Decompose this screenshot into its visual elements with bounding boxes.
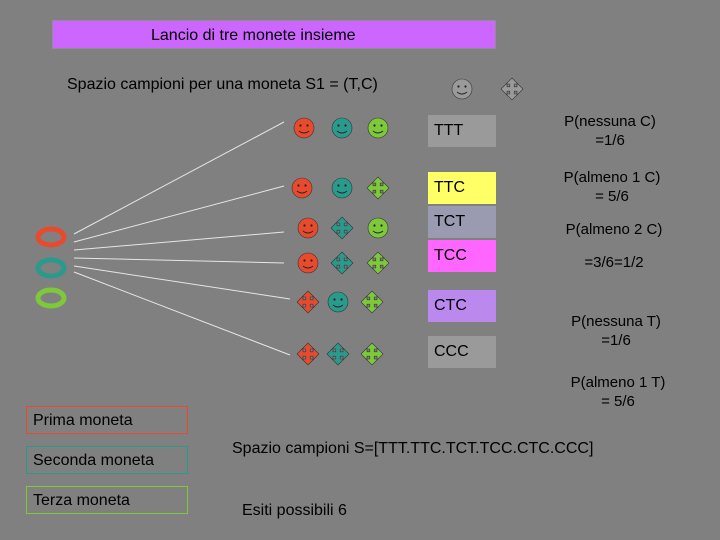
outcome-box-tcc: TCC	[428, 240, 496, 272]
possible-outcomes-text: Esiti possibili 6	[242, 502, 347, 519]
smiley-face-icon	[291, 177, 313, 199]
page-title: Lancio di tre monete insieme	[52, 20, 496, 49]
four-arrow-cross-icon	[296, 342, 320, 366]
coin-rings	[35, 226, 67, 309]
four-arrow-cross-icon	[296, 290, 320, 314]
four-arrow-cross-icon	[360, 290, 384, 314]
four-arrow-cross-icon	[366, 251, 390, 275]
tree-line	[73, 271, 291, 356]
four-arrow-cross-icon	[500, 77, 524, 101]
sample-space-subtitle: Spazio campioni per una moneta S1 = (T,C…	[67, 76, 378, 93]
p-almeno-1-c: P(almeno 1 C)= 5/6	[563, 169, 661, 205]
smiley-face-icon	[331, 177, 353, 199]
tree-lines	[73, 121, 291, 356]
tree-line	[73, 231, 285, 251]
legend-first-coin: Prima moneta	[26, 406, 188, 434]
four-arrow-cross-icon	[366, 176, 390, 200]
smiley-face-icon	[297, 217, 319, 239]
sample-space-text: Spazio campioni S=[TTT.TTC.TCT.TCC.CTC.C…	[232, 440, 594, 457]
smiley-face-icon	[451, 78, 473, 100]
p-nessuna-t: P(nessuna T)=1/6	[571, 313, 661, 349]
smiley-face-icon	[331, 117, 353, 139]
coin-ring-1	[35, 226, 67, 248]
coin-ring-3	[35, 287, 67, 309]
smiley-face-icon	[367, 117, 389, 139]
four-arrow-cross-icon	[360, 342, 384, 366]
outcome-box-tct: TCT	[428, 206, 496, 238]
four-arrow-cross-icon	[326, 342, 350, 366]
tree-line	[73, 185, 285, 243]
smiley-face-icon	[327, 291, 349, 313]
p-almeno-1-t: P(almeno 1 T)= 5/6	[570, 374, 666, 410]
smiley-face-icon	[297, 252, 319, 274]
smiley-face-icon	[367, 217, 389, 239]
coin-ring-2	[35, 257, 67, 279]
outcome-box-ctc: CTC	[428, 290, 496, 322]
header-symbols	[451, 77, 524, 101]
p-nessuna-c: P(nessuna C)=1/6	[564, 113, 656, 149]
outcome-box-ccc: CCC	[428, 336, 496, 368]
outcome-symbols	[291, 117, 390, 366]
four-arrow-cross-icon	[330, 216, 354, 240]
legend-third-coin: Terza moneta	[26, 486, 188, 514]
outcome-box-ttc: TTC	[428, 172, 496, 204]
p-almeno-2-c-value: =3/6=1/2	[584, 254, 644, 271]
smiley-face-icon	[293, 117, 315, 139]
tree-line	[73, 257, 285, 264]
outcome-box-ttt: TTT	[428, 115, 496, 147]
tree-line	[73, 121, 285, 235]
tree-line	[73, 265, 291, 300]
p-almeno-2-c: P(almeno 2 C)	[565, 221, 663, 238]
four-arrow-cross-icon	[330, 251, 354, 275]
legend-second-coin: Seconda moneta	[26, 446, 188, 474]
